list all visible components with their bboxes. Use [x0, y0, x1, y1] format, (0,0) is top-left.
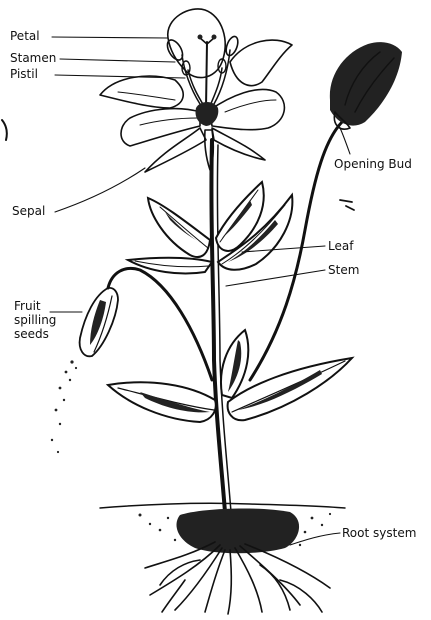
label-root-system: Root system: [342, 527, 416, 540]
stamens: [164, 35, 240, 106]
petal-lower-right: [210, 89, 284, 129]
label-fruit-line2: spilling: [14, 314, 56, 327]
falling-seeds: [51, 360, 77, 453]
soil: [100, 503, 345, 553]
opening-bud: [330, 42, 402, 129]
label-pistil: Pistil: [10, 68, 38, 81]
flower: [100, 9, 292, 172]
root-system: [145, 542, 330, 614]
label-stem: Stem: [328, 264, 359, 277]
label-leaf: Leaf: [328, 240, 353, 253]
lower-leaves: [108, 330, 352, 422]
sepals: [145, 128, 206, 172]
petal-right: [230, 40, 292, 85]
stray-mark-left: [2, 120, 7, 140]
label-stamen: Stamen: [10, 52, 56, 65]
label-sepal: Sepal: [12, 205, 45, 218]
petal-lower-left: [121, 109, 200, 146]
label-fruit-line3: seeds: [14, 328, 49, 341]
label-petal: Petal: [10, 30, 40, 43]
label-fruit-line1: Fruit: [14, 300, 41, 313]
main-stem: [211, 140, 226, 525]
fruit: [80, 288, 118, 356]
flower-center: [195, 102, 218, 126]
fruit-stem: [108, 268, 212, 380]
label-opening-bud: Opening Bud: [334, 158, 412, 171]
petal-left: [100, 76, 183, 108]
stray-mark-right: [340, 200, 354, 210]
